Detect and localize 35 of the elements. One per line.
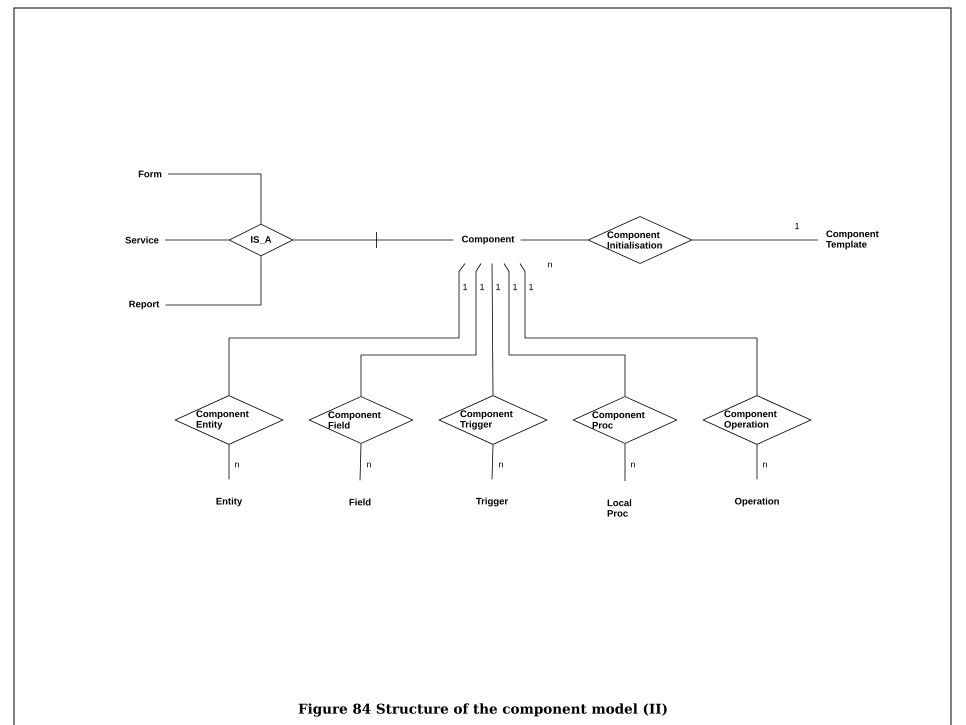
connector-line <box>165 256 262 306</box>
entity-label: Report <box>129 300 160 310</box>
connector-line <box>168 174 262 224</box>
connector-line <box>360 444 362 481</box>
entity-label: Form <box>138 170 162 178</box>
connector-line <box>492 444 494 480</box>
connector-line <box>228 263 466 396</box>
entity-label: Operation <box>734 498 779 506</box>
cardinality-label: 1 <box>494 282 502 292</box>
cardinality-label: n <box>234 462 240 468</box>
cardinality-label: n <box>630 462 636 468</box>
cardinality-label: 1 <box>478 282 486 292</box>
entity-label: Trigger <box>476 498 508 506</box>
connector-line <box>504 263 626 396</box>
cardinality-label: 1 <box>462 282 468 292</box>
entity-label: Local Proc <box>608 499 632 517</box>
connector-line <box>756 444 758 480</box>
entity-label: Entity <box>216 498 242 506</box>
entity-label: Component <box>462 236 514 244</box>
cardinality-label: n <box>366 462 372 468</box>
connector-line <box>492 263 494 396</box>
connector-line <box>520 263 758 396</box>
connector-line <box>624 444 626 482</box>
cardinality-label: n <box>498 462 504 468</box>
entity-label: Field <box>350 498 370 506</box>
figure-caption: Figure 84 Structure of the component model (II) <box>298 703 667 717</box>
connector-line <box>360 263 482 396</box>
cardinality-label: 1 <box>528 282 534 292</box>
cardinality-label: 1 <box>512 282 518 292</box>
cardinality-label: 1 <box>794 222 800 230</box>
cardinality-label: n <box>546 262 554 268</box>
cardinality-label: n <box>762 462 768 468</box>
entity-label: Component Template <box>826 230 879 250</box>
entity-label: Service <box>125 236 159 244</box>
connector-line <box>228 444 230 480</box>
